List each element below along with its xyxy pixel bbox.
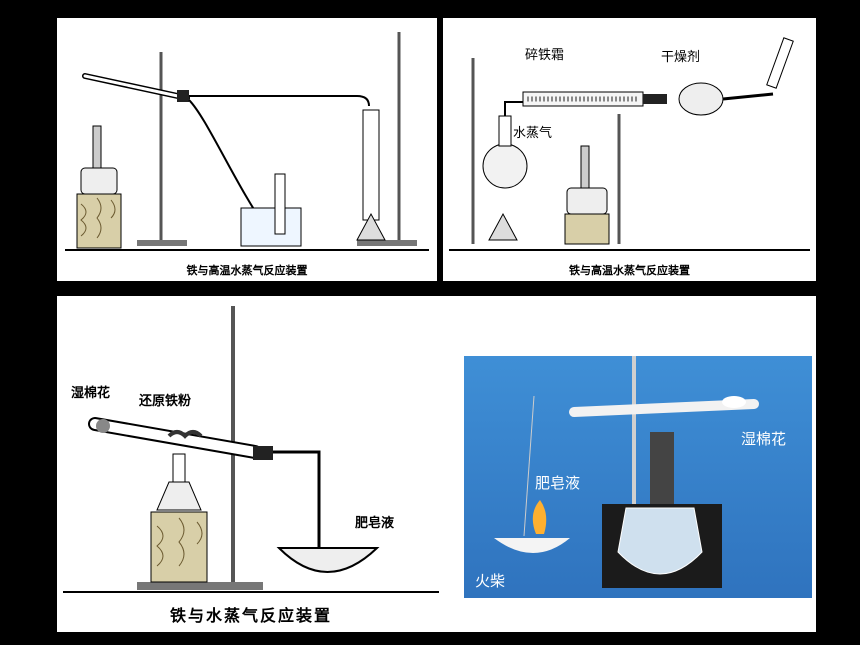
- wet-cotton: [96, 419, 110, 433]
- label-cotton: 湿棉花: [741, 430, 787, 448]
- stopper: [253, 446, 273, 460]
- label-soap: 肥皂液: [535, 474, 581, 492]
- wood-grain: [156, 517, 203, 567]
- caption-3: 铁与水蒸气反应装置: [169, 606, 332, 625]
- label-cotton: 湿棉花: [71, 386, 111, 401]
- delivery-tube: [523, 395, 535, 537]
- apparatus-drawing-1: [65, 32, 429, 251]
- burner-1: [488, 212, 518, 241]
- apparatus-photo-panel: 还原铁粉 湿棉花 肥皂液 火柴: [445, 296, 816, 632]
- test-tube: [766, 37, 794, 89]
- photo-drawing: [494, 356, 759, 588]
- label-desiccant: 干燥剂: [661, 50, 701, 65]
- match-flame: [532, 500, 547, 534]
- stand-base-1: [137, 240, 187, 246]
- iron-powder: [167, 430, 203, 439]
- collection-tube: [362, 109, 380, 221]
- stand-base-2: [357, 240, 417, 246]
- apparatus-panel-1: 铁与高温水蒸气反应装置: [57, 18, 437, 281]
- label-iron: 还原铁粉: [139, 394, 192, 409]
- stopper: [177, 90, 189, 102]
- delivery-tube: [189, 95, 370, 107]
- lamp-wick: [580, 145, 590, 189]
- drying-bulb: [678, 82, 724, 116]
- caption-1: 铁与高温水蒸气反应装置: [186, 264, 308, 277]
- alcohol-lamp: [617, 507, 703, 575]
- wood-grain: [80, 197, 116, 239]
- apparatus-panel-3: 湿棉花 还原铁粉 肥皂液 铁与水蒸气反应装置: [57, 296, 445, 632]
- gas-tube: [274, 173, 286, 235]
- experiment-photo: [464, 356, 812, 598]
- test-tube-inner: [90, 419, 260, 457]
- flask-neck: [92, 125, 102, 169]
- test-tube: [569, 399, 759, 417]
- apparatus-drawing-2: [449, 37, 810, 251]
- heated-tube-inner: [83, 74, 189, 100]
- steam-flask: [482, 143, 528, 189]
- alcohol-lamp: [80, 167, 118, 195]
- burner: [356, 212, 386, 241]
- water-trough: [240, 207, 302, 247]
- wet-cotton: [722, 396, 746, 408]
- label-soap: 肥皂液: [355, 516, 395, 531]
- evaporating-dish: [494, 538, 570, 553]
- label-iron: 碎铁霜: [525, 48, 565, 63]
- label-iron: 还原铁粉: [669, 328, 730, 346]
- iron-sample: [650, 432, 674, 512]
- stand-base: [137, 582, 263, 590]
- wood-block: [150, 511, 208, 583]
- flask-neck: [498, 115, 512, 147]
- apparatus-panel-2: 碎铁霜 干燥剂 水蒸气 铁与高温水蒸气反应装置: [443, 18, 816, 281]
- delivery-tube: [273, 450, 321, 548]
- alcohol-lamp: [566, 187, 608, 215]
- steam-connector: [504, 101, 523, 116]
- label-steam: 水蒸气: [513, 126, 553, 141]
- outlet-tube: [722, 92, 774, 101]
- alcohol-lamp: [156, 481, 202, 511]
- apparatus-drawing-3: [63, 306, 439, 593]
- evaporating-dish: [276, 547, 380, 573]
- caption-2: 铁与高温水蒸气反应装置: [569, 264, 690, 277]
- wood-block: [564, 213, 610, 245]
- stopper: [643, 94, 667, 104]
- lamp-neck: [172, 453, 186, 483]
- label-match: 火柴: [475, 572, 506, 590]
